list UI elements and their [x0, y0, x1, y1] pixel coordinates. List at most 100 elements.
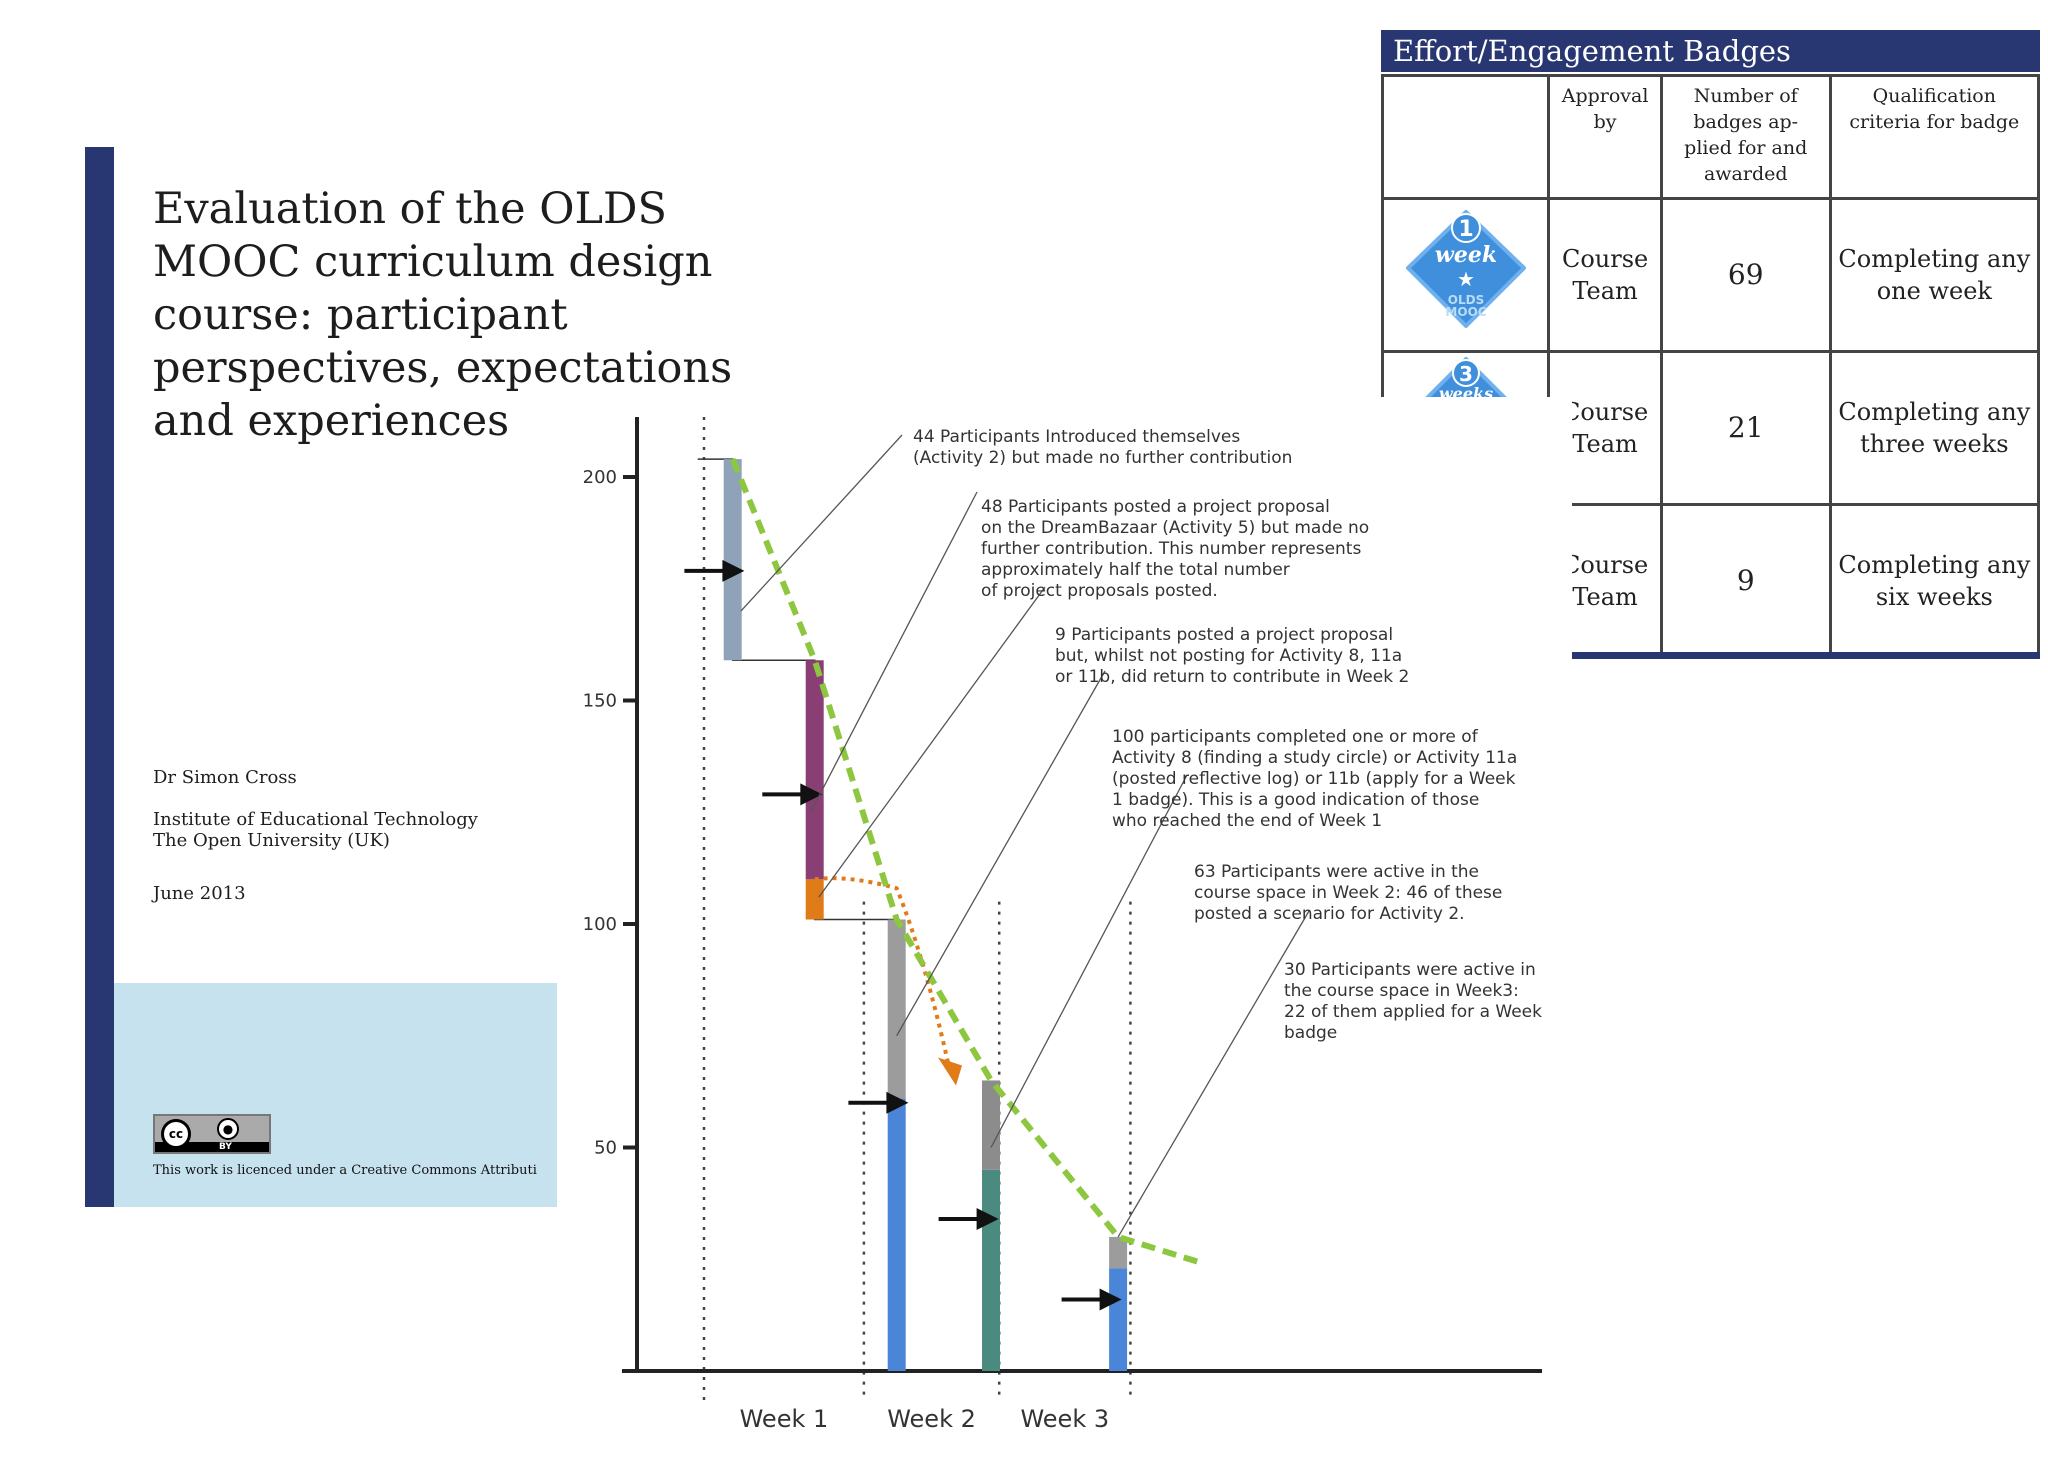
- header-text-line: awarded: [1703, 163, 1788, 185]
- pointer-arrow-head: [976, 1208, 999, 1231]
- svg-text:★: ★: [1457, 267, 1475, 291]
- chart-annotation-line: (Activity 2) but made no further contrib…: [913, 448, 1293, 468]
- badge-number: 3: [1459, 362, 1473, 386]
- report-author: Dr Simon Cross: [153, 767, 297, 788]
- annotation-leader-line: [818, 586, 1046, 898]
- pointer-arrow-head: [1099, 1288, 1122, 1311]
- pointer-arrow-head: [800, 783, 823, 806]
- cell-text: one week: [1876, 277, 1992, 305]
- cc-by-logo: cc ● BY: [153, 1114, 271, 1154]
- bar-segment: [805, 879, 824, 920]
- badge-cell: 1 week ★ OLDS MOOC: [1380, 197, 1551, 353]
- cell-text: Team: [1572, 430, 1638, 458]
- chart-annotation: 48 Participants posted a project proposa…: [981, 497, 1369, 602]
- attribution-person-icon: ●: [217, 1118, 239, 1140]
- annotation-leader-line: [990, 774, 1188, 1148]
- chart-annotation-line: 100 participants completed one or more o…: [1112, 727, 1478, 747]
- chart-annotation-line: 22 of them applied for a Week: [1284, 1002, 1542, 1022]
- y-tick-label: 150: [583, 691, 617, 712]
- y-tick-label: 50: [594, 1138, 617, 1159]
- bar-segment: [887, 1098, 906, 1371]
- badge-word: week: [1435, 242, 1497, 268]
- report-title-line: MOOC curriculum design: [153, 237, 713, 287]
- table-bottom-rule: [1571, 652, 2040, 659]
- by-label: BY: [219, 1142, 232, 1152]
- week-badge-icon: 1 week ★ OLDS MOOC: [1405, 210, 1526, 328]
- report-title-line: and experiences: [153, 396, 510, 446]
- chart-annotation-line: (posted reflective log) or 11b (apply fo…: [1112, 769, 1516, 789]
- chart-annotation-line: the course space in Week3:: [1284, 981, 1519, 1001]
- licence-text: This work is licenced under a Creative C…: [153, 1163, 537, 1178]
- header-text-line: plied for and: [1684, 137, 1808, 159]
- annotation-leader-line: [896, 670, 1106, 1037]
- chart-annotation-line: or 11b, did return to contribute in Week…: [1055, 667, 1410, 687]
- count-cell: 69: [1659, 197, 1832, 353]
- table-header-row: Approval by Number of badges ap- plied f…: [1380, 74, 2041, 200]
- badge-number: 1: [1458, 217, 1473, 242]
- chart-annotation-line: Activity 8 (finding a study circle) or A…: [1112, 748, 1518, 768]
- cover-accent-bar: [85, 147, 114, 1207]
- chart-annotation-line: 63 Participants were active in the: [1194, 862, 1480, 882]
- bar-segment: [982, 1080, 1000, 1170]
- report-title: Evaluation of the OLDS MOOC curriculum d…: [153, 183, 793, 448]
- weeks-badge-icon: 3 weeks: [1423, 357, 1508, 403]
- cell-text: Course: [1561, 551, 1649, 579]
- header-text-line: Qualification: [1872, 85, 1996, 107]
- report-date: June 2013: [153, 883, 246, 904]
- cell-text: three weeks: [1860, 430, 2009, 458]
- chart-annotation-line: 44 Participants Introduced themselves: [913, 427, 1241, 447]
- bar-segment: [887, 919, 906, 1099]
- bar-segment: [805, 660, 824, 880]
- count-cell: 9: [1659, 503, 1832, 659]
- x-category-label: Week 3: [1020, 1405, 1109, 1433]
- annotation-leader-line: [810, 491, 978, 813]
- pointer-arrow-head: [722, 559, 745, 582]
- chart-annotation-line: 9 Participants posted a project proposal: [1055, 625, 1394, 645]
- report-title-line: Evaluation of the OLDS: [153, 184, 667, 234]
- chart-annotation-line: of project proposals posted.: [981, 581, 1218, 601]
- chart-annotation-line: 48 Participants posted a project proposa…: [981, 497, 1330, 517]
- bar-segment: [1109, 1236, 1128, 1269]
- orange-arrow-head: [938, 1057, 962, 1086]
- report-institute: Institute of Educational Technology: [153, 809, 478, 830]
- cell-text: six weeks: [1875, 583, 1993, 611]
- count-cell: 21: [1659, 350, 1832, 506]
- x-category-label: Week 1: [740, 1405, 829, 1433]
- header-text-line: Approval: [1561, 85, 1649, 107]
- chart-annotation-line: approximately half the total number: [981, 560, 1290, 580]
- chart-annotation-line: posted a scenario for Activity 2.: [1194, 904, 1465, 924]
- cell-text: Course: [1561, 398, 1649, 426]
- y-tick-label: 200: [583, 467, 617, 488]
- pointer-arrow-head: [886, 1091, 909, 1114]
- chart-annotation-line: 30 Participants were active in: [1284, 960, 1536, 980]
- chart-annotation-line: on the DreamBazaar (Activity 5) but made…: [981, 518, 1370, 538]
- header-approval: Approval by: [1547, 74, 1663, 200]
- report-title-line: perspectives, expectations: [153, 343, 733, 393]
- report-university: The Open University (UK): [153, 830, 390, 851]
- header-text-line: by: [1593, 111, 1617, 133]
- header-text-line: badges ap-: [1693, 111, 1799, 133]
- chart-annotation: 100 participants completed one or more o…: [1112, 727, 1517, 832]
- bar-segment: [1109, 1268, 1128, 1371]
- report-cover: Evaluation of the OLDS MOOC curriculum d…: [85, 147, 732, 1207]
- cell-text: Team: [1572, 583, 1638, 611]
- trend-line: [729, 457, 1206, 1267]
- badge-sub: MOOC: [1445, 305, 1486, 319]
- annotation-leader-line: [1117, 910, 1310, 1238]
- bar-segment: [982, 1169, 1000, 1371]
- y-tick-label: 100: [583, 914, 617, 935]
- header-number: Number of badges ap- plied for and award…: [1659, 74, 1832, 200]
- chart-annotation: 44 Participants Introduced themselves(Ac…: [913, 427, 1292, 469]
- orange-dotted-arrow: [814, 876, 952, 1072]
- cc-icon: cc: [161, 1119, 191, 1149]
- annotation-leader-line: [740, 434, 903, 612]
- chart-annotation-line: course space in Week 2: 46 of these: [1194, 883, 1503, 903]
